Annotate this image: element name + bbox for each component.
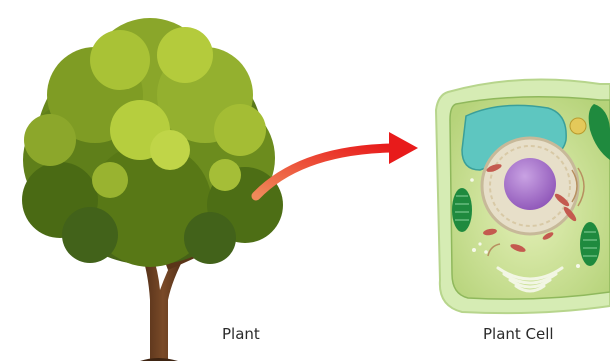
plant-cell-label: Plant Cell — [483, 325, 554, 343]
organelle — [570, 118, 586, 134]
nucleolus — [504, 158, 556, 210]
chloroplast — [452, 188, 472, 232]
plant-label: Plant — [222, 325, 260, 343]
nucleus — [482, 138, 578, 234]
chloroplast — [580, 222, 600, 266]
